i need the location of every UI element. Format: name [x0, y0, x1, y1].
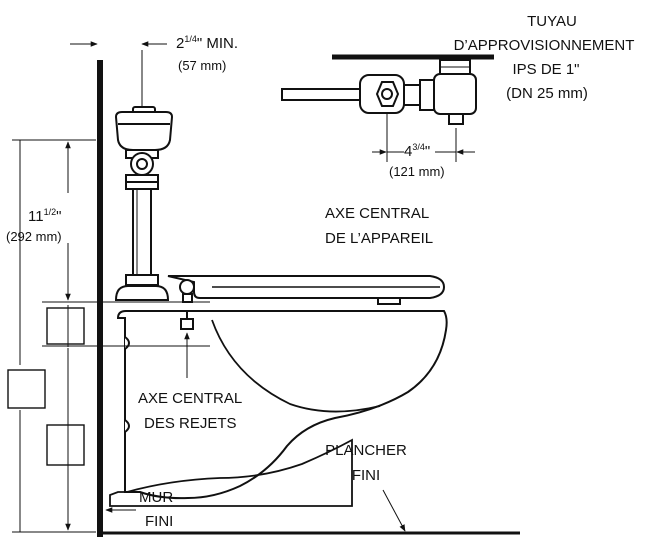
supply-pipe-line-3: IPS DE 1" [512, 61, 579, 78]
svg-text:21/4" MIN.: 21/4" MIN. [176, 34, 238, 52]
offset-horizontal-whole: 4 [404, 143, 412, 160]
finished-floor-label: PLANCHER FINI [325, 442, 407, 484]
offset-horizontal-label: 43/4" (121 mm) [389, 142, 445, 179]
finished-floor-line-1: PLANCHER [325, 442, 407, 459]
wall-carrier-plates [7, 307, 85, 466]
height-num: 1 [44, 207, 49, 217]
offset-horizontal-den: 4 [420, 142, 425, 152]
finished-floor-line-2: FINI [352, 467, 380, 484]
supply-pipe-line-2: D’APPROVISIONNEMENT [454, 37, 635, 54]
flush-valve [114, 106, 174, 301]
offset-horizontal-metric: (121 mm) [389, 164, 445, 179]
supply-pipe-label: TUYAU D’APPROVISIONNEMENT IPS DE 1" (DN … [454, 13, 635, 102]
svg-text:111/2": 111/2" [28, 207, 61, 225]
offset-min-label: 21/4" MIN. (57 mm) [176, 34, 238, 73]
height-metric: (292 mm) [6, 229, 62, 244]
finished-wall-label: MUR FINI [139, 489, 173, 530]
offset-horizontal-num: 3 [412, 142, 417, 152]
offset-min-metric: (57 mm) [178, 58, 226, 73]
svg-text:43/4": 43/4" [404, 142, 430, 160]
fixture-centerline-label: AXE CENTRAL DE L’APPAREIL [325, 205, 433, 247]
height-den: 2 [51, 207, 56, 217]
offset-min-num: 1 [184, 34, 189, 44]
finished-wall-line-1: MUR [139, 489, 173, 506]
supply-pipe-top-view [281, 54, 494, 125]
dimension-lines [12, 41, 475, 533]
outlet-centerline-line-2: DES REJETS [144, 415, 237, 432]
outlet-centerline-line-1: AXE CENTRAL [138, 390, 242, 407]
offset-horizontal-suffix: " [425, 143, 430, 160]
supply-pipe-line-1: TUYAU [527, 13, 577, 30]
finished-wall-line-2: FINI [145, 513, 173, 530]
offset-min-suffix: " MIN. [197, 35, 238, 52]
outlet-centerline-label: AXE CENTRAL DES REJETS [138, 390, 242, 432]
supply-pipe-line-4: (DN 25 mm) [506, 85, 588, 102]
height-suffix: " [56, 208, 61, 225]
fixture-centerline-line-2: DE L’APPAREIL [325, 230, 433, 247]
offset-min-whole: 2 [176, 35, 184, 52]
fixture-centerline-line-1: AXE CENTRAL [325, 205, 429, 222]
height-label: 111/2" (292 mm) [6, 207, 62, 244]
height-whole: 11 [28, 208, 44, 225]
toilet-bowl [109, 275, 448, 507]
finished-wall [97, 60, 103, 537]
offset-min-den: 4 [192, 34, 197, 44]
